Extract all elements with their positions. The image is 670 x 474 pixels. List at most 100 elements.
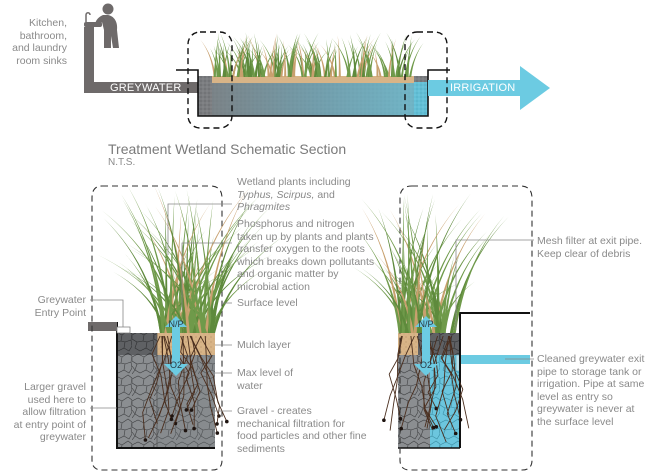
right-np-label: N/P	[418, 319, 433, 329]
mesh-filter-note: Mesh filter at exit pipe. Keep clear of …	[537, 235, 667, 260]
mulch-layer-note: Mulch layer	[237, 339, 291, 351]
note-line: and organic matter by	[237, 268, 339, 280]
grass-blade	[374, 50, 379, 77]
grass-blade	[275, 45, 289, 77]
root	[388, 335, 403, 419]
section-title: Treatment Wetland Schematic Section	[108, 141, 347, 157]
grass-blade	[273, 43, 281, 77]
species-names: Phragmites	[237, 201, 291, 213]
grass-blade	[356, 32, 372, 77]
entry-point-note: Greywater Entry Point	[0, 294, 86, 319]
grass-blade	[210, 250, 237, 333]
grass-blade	[370, 43, 387, 77]
grass-blade	[176, 195, 190, 333]
note-line: irrigation. Pipe at same	[537, 378, 645, 390]
grass-blade	[164, 203, 211, 333]
note-line: Larger gravel	[24, 381, 86, 393]
root-node	[189, 408, 194, 412]
note-line: greywater is never at	[537, 403, 635, 415]
root-node	[434, 425, 439, 429]
grass-blade	[287, 33, 298, 77]
grass-blade	[303, 41, 320, 77]
grass-blade	[269, 36, 276, 77]
note-text: and	[314, 188, 335, 201]
root	[185, 335, 196, 429]
root	[177, 335, 188, 431]
root	[163, 335, 181, 434]
grass-blade	[232, 47, 244, 77]
section-subtitle: N.T.S.	[108, 157, 136, 168]
root	[441, 335, 454, 416]
sinks-label-line: Kitchen,	[29, 17, 67, 29]
grass-blade	[262, 44, 270, 77]
grass-blade	[313, 50, 319, 77]
exit-detail-callout	[404, 31, 448, 129]
grass-blade	[403, 212, 441, 333]
grass-blade	[324, 46, 337, 77]
root-node	[143, 438, 148, 442]
grass-blade	[213, 32, 220, 77]
note-line: sediments	[237, 442, 285, 455]
note-line: Typhus, Scirpus, and	[237, 189, 407, 202]
grass-blade	[387, 38, 397, 77]
grass-blade	[200, 39, 216, 77]
grass-blade	[210, 48, 219, 77]
root	[204, 335, 218, 434]
species-names: Typhus, Scirpus,	[237, 188, 315, 201]
root	[189, 335, 220, 424]
root	[174, 335, 185, 424]
note-line: the surface level	[537, 415, 614, 428]
greywater-pipe	[84, 27, 200, 93]
left-o2-label: O2	[170, 360, 182, 370]
larger-gravel-note: Larger gravel used here to allow filtrat…	[0, 381, 86, 444]
right-leader-lines	[455, 239, 534, 360]
note-line: food particles and other fine	[237, 430, 367, 442]
note-line: mechanical filtration for	[237, 417, 345, 430]
wetland-plants-note: Wetland plants including Typhus, Scirpus…	[237, 176, 407, 214]
grass-blade	[233, 36, 252, 77]
irrigation-label: IRRIGATION	[450, 82, 516, 94]
grass-blade	[372, 50, 390, 77]
root	[389, 335, 403, 431]
grass-blade	[239, 35, 247, 77]
root-node	[458, 417, 463, 422]
grass-blade	[162, 272, 177, 333]
root-node	[170, 414, 174, 418]
person-at-sink-icon	[84, 3, 119, 48]
grass-blade	[153, 185, 190, 333]
sinks-label-line: room sinks	[16, 54, 67, 67]
grass-blade	[232, 38, 246, 77]
note-line: Mesh filter at exit pipe.	[537, 235, 643, 247]
root-node	[382, 418, 386, 423]
grass-blade	[404, 36, 421, 77]
grass-blade	[253, 33, 261, 77]
root-node	[431, 425, 436, 430]
grass-blade	[415, 250, 428, 333]
grass-blade	[290, 35, 301, 77]
root	[400, 335, 423, 429]
root-node	[398, 416, 403, 421]
grass-blade	[404, 201, 416, 333]
grass-blade	[272, 33, 277, 77]
root-node	[184, 408, 189, 412]
root	[441, 335, 470, 429]
grass-blade	[217, 39, 221, 77]
root-node	[215, 431, 220, 435]
grass-blade	[374, 47, 389, 77]
note-line: Cleaned greywater exit	[537, 353, 645, 365]
root	[180, 335, 201, 411]
grass-blade	[378, 208, 403, 333]
grass-blade	[305, 38, 322, 77]
note-line: transfer oxygen to the roots	[237, 243, 365, 255]
note-line: pipe to storage tank or	[537, 365, 642, 378]
grass-blade	[195, 204, 212, 333]
grass-blade	[352, 36, 369, 77]
note-line: Phosphorus and nitrogen	[237, 218, 355, 230]
grass-blade	[319, 44, 336, 77]
root	[199, 335, 220, 417]
root	[383, 335, 415, 421]
max-water-note: Max level of water	[237, 367, 293, 392]
greywater-label: GREYWATER	[110, 82, 182, 94]
root-node	[215, 422, 219, 426]
root-node	[399, 426, 404, 431]
